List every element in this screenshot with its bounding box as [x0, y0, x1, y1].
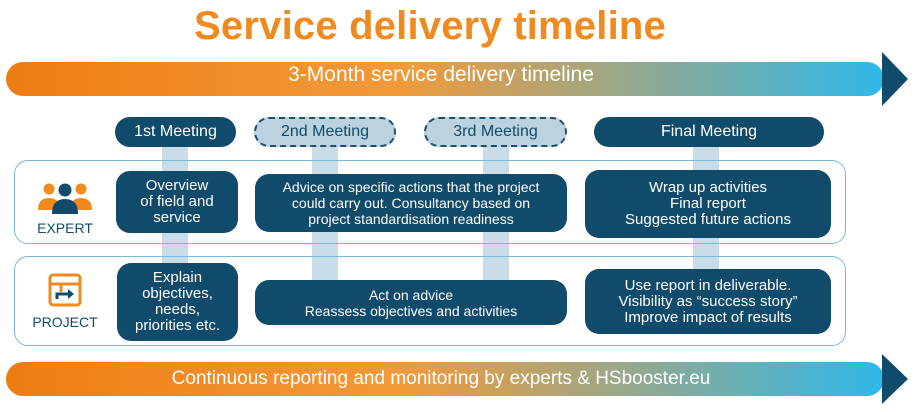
top-band-label: 3-Month service delivery timeline: [288, 63, 594, 86]
bottom-band-label: Continuous reporting and monitoring by e…: [171, 368, 711, 389]
project-role: PROJECT: [22, 272, 108, 330]
project-board-icon: [48, 273, 82, 307]
people-group-icon: [38, 183, 92, 214]
band-arrow-top: [6, 52, 908, 106]
expert-role: EXPERT: [22, 180, 108, 236]
expert-row: [14, 160, 846, 244]
timeline-band-bottom: Continuous reporting and monitoring by e…: [6, 354, 914, 404]
meeting-2nd: 2nd Meeting: [254, 117, 396, 147]
expert-card-middle: Advice on specific actions that the proj…: [255, 174, 567, 232]
band-arrow-bottom: [6, 354, 908, 404]
page-title: Service delivery timeline: [194, 4, 666, 48]
project-card-final: Use report in deliverable. Visibility as…: [585, 269, 831, 334]
project-card-middle: Act on advice Reassess objectives and ac…: [255, 280, 567, 325]
meeting-1st: 1st Meeting: [115, 117, 236, 147]
project-role-label: PROJECT: [32, 314, 98, 330]
timeline-band-top: 3-Month service delivery timeline: [6, 52, 914, 106]
expert-role-label: EXPERT: [37, 220, 93, 236]
meeting-3rd: 3rd Meeting: [424, 117, 567, 147]
meeting-final: Final Meeting: [594, 117, 824, 147]
project-row: [14, 256, 846, 346]
expert-card-first: Overview of field and service: [116, 171, 238, 233]
project-card-first: Explain objectives, needs, priorities et…: [117, 263, 238, 341]
expert-card-final: Wrap up activities Final report Suggeste…: [585, 170, 831, 238]
